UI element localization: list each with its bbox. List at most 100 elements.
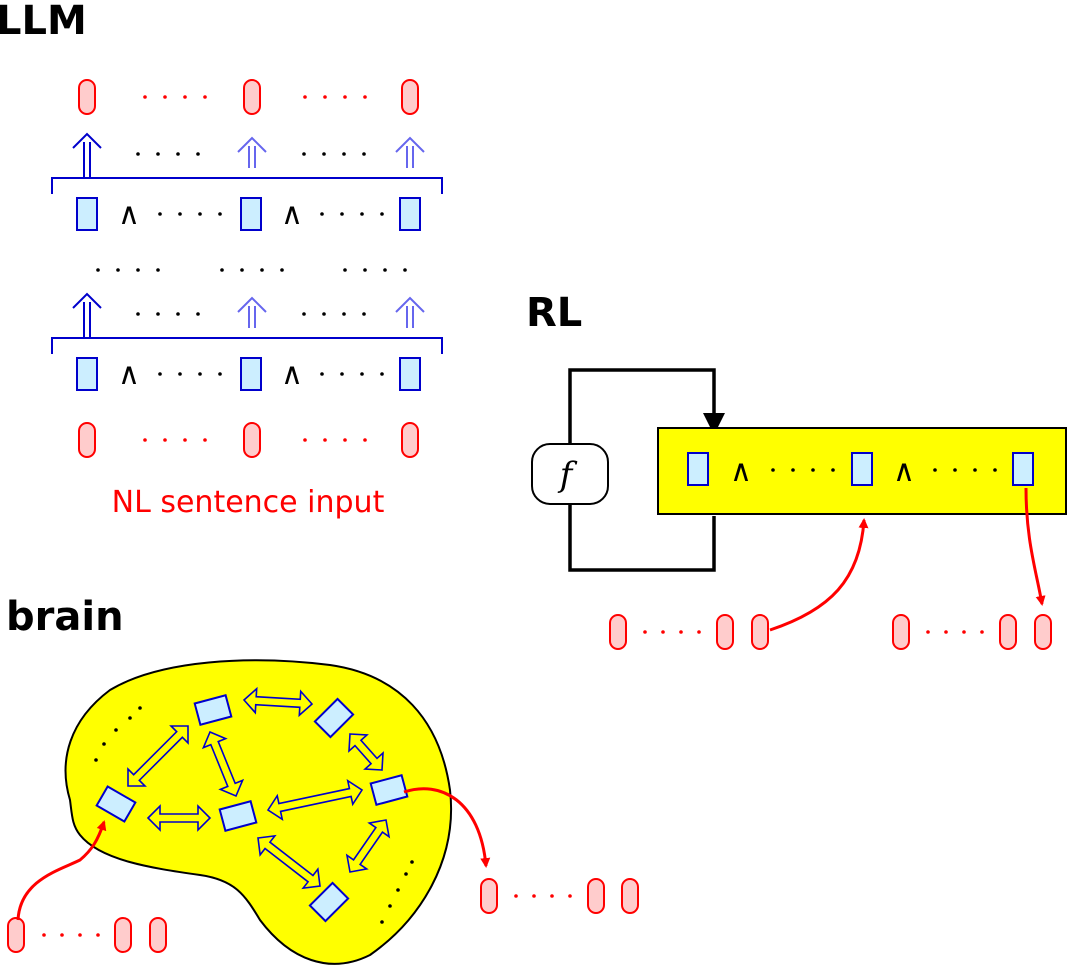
ellipsis-dot	[973, 468, 977, 472]
conjunction-symbol: ∧	[281, 357, 303, 392]
ellipsis-dot	[811, 468, 815, 472]
llm-conjunctions-1: ∧∧	[118, 357, 384, 392]
ellipsis-dot	[220, 268, 224, 272]
ellipsis-dot	[158, 372, 162, 376]
token	[587, 878, 605, 914]
ellipsis-dot	[342, 152, 346, 156]
double-headed-arrow-icon	[127, 725, 189, 787]
rl-input-tokens	[609, 614, 769, 650]
ellipsis-dot	[158, 212, 162, 216]
ellipsis-dot	[163, 95, 167, 99]
double-up-arrow-icon	[72, 292, 102, 338]
conjunction-symbol: ∧	[281, 197, 303, 232]
llm-input-dots	[143, 438, 367, 442]
double-headed-arrow-icon	[257, 834, 321, 890]
ellipsis-dot	[643, 630, 647, 634]
brain-nodes	[95, 694, 409, 923]
node	[193, 694, 233, 726]
ellipsis-dot	[240, 268, 244, 272]
node	[240, 357, 262, 391]
token	[243, 79, 261, 115]
ellipsis-dot	[550, 894, 554, 898]
double-up-arrow-icon	[395, 136, 425, 168]
node	[218, 800, 258, 832]
conjunction-symbol: ∧	[118, 197, 140, 232]
rl-title: RL	[526, 290, 582, 336]
ellipsis-dot	[198, 212, 202, 216]
llm-up-arrows-1	[72, 292, 425, 338]
ellipsis-dot	[218, 372, 222, 376]
ellipsis-dot	[94, 758, 98, 762]
ellipsis-dot	[42, 933, 46, 937]
ellipsis-dot	[183, 95, 187, 99]
brain-input-tokens	[7, 917, 167, 953]
brain-shape	[64, 659, 452, 965]
ellipsis-dot	[568, 894, 572, 898]
ellipsis-dot	[403, 268, 407, 272]
conjunction-symbol: ∧	[118, 357, 140, 392]
ellipsis-dot	[136, 268, 140, 272]
ellipsis-dot	[203, 95, 207, 99]
llm-nodes-1	[76, 357, 421, 391]
ellipsis-dot	[388, 904, 392, 908]
ellipsis-dot	[380, 212, 384, 216]
node	[95, 785, 137, 823]
ellipsis-dot	[380, 920, 384, 924]
ellipsis-dot	[944, 630, 948, 634]
ellipsis-dot	[136, 312, 140, 316]
ellipsis-dot	[360, 372, 364, 376]
brain-output-arrow	[403, 787, 491, 868]
ellipsis-dot	[302, 312, 306, 316]
brain-arrows	[127, 686, 391, 890]
ellipsis-dot	[302, 152, 306, 156]
ellipsis-dot	[363, 438, 367, 442]
ellipsis-dot	[831, 468, 835, 472]
llm-arrow-dots-2	[136, 152, 366, 156]
ellipsis-dot	[156, 268, 160, 272]
ellipsis-dot	[322, 312, 326, 316]
ellipsis-dot	[128, 716, 132, 720]
ellipsis-dot	[926, 630, 930, 634]
token	[78, 79, 96, 115]
llm-layer-dots	[96, 268, 407, 272]
node	[76, 197, 98, 231]
ellipsis-dot	[163, 438, 167, 442]
ellipsis-dot	[136, 152, 140, 156]
token	[401, 79, 419, 115]
llm-output-dots	[143, 95, 367, 99]
ellipsis-dot	[178, 372, 182, 376]
ellipsis-dot	[697, 630, 701, 634]
ellipsis-dot	[532, 894, 536, 898]
ellipsis-dot	[679, 630, 683, 634]
double-up-arrow-icon	[395, 296, 425, 328]
ellipsis-dot	[514, 894, 518, 898]
llm-title: LLM	[0, 0, 87, 44]
double-headed-arrow-icon	[266, 779, 364, 821]
ellipsis-dot	[362, 152, 366, 156]
node	[851, 452, 873, 486]
ellipsis-dot	[203, 438, 207, 442]
llm-nodes-2	[76, 197, 421, 231]
ellipsis-dot	[143, 95, 147, 99]
ellipsis-dot	[218, 212, 222, 216]
double-up-arrow-icon	[72, 132, 102, 178]
brain-output-tokens	[480, 878, 639, 914]
node	[1012, 452, 1034, 486]
node	[240, 197, 262, 231]
double-headed-arrow-icon	[242, 686, 314, 718]
token	[751, 614, 769, 650]
ellipsis-dot	[410, 860, 414, 864]
llm-layer-1: ∧∧	[51, 292, 443, 392]
ellipsis-dot	[962, 630, 966, 634]
ellipsis-dot	[363, 268, 367, 272]
token	[480, 878, 498, 914]
ellipsis-dot	[303, 95, 307, 99]
double-headed-arrow-icon	[201, 730, 245, 798]
ellipsis-dot	[96, 933, 100, 937]
ellipsis-dot	[60, 933, 64, 937]
node	[76, 357, 98, 391]
ellipsis-dot	[183, 438, 187, 442]
node	[308, 881, 350, 923]
ellipsis-dot	[933, 468, 937, 472]
